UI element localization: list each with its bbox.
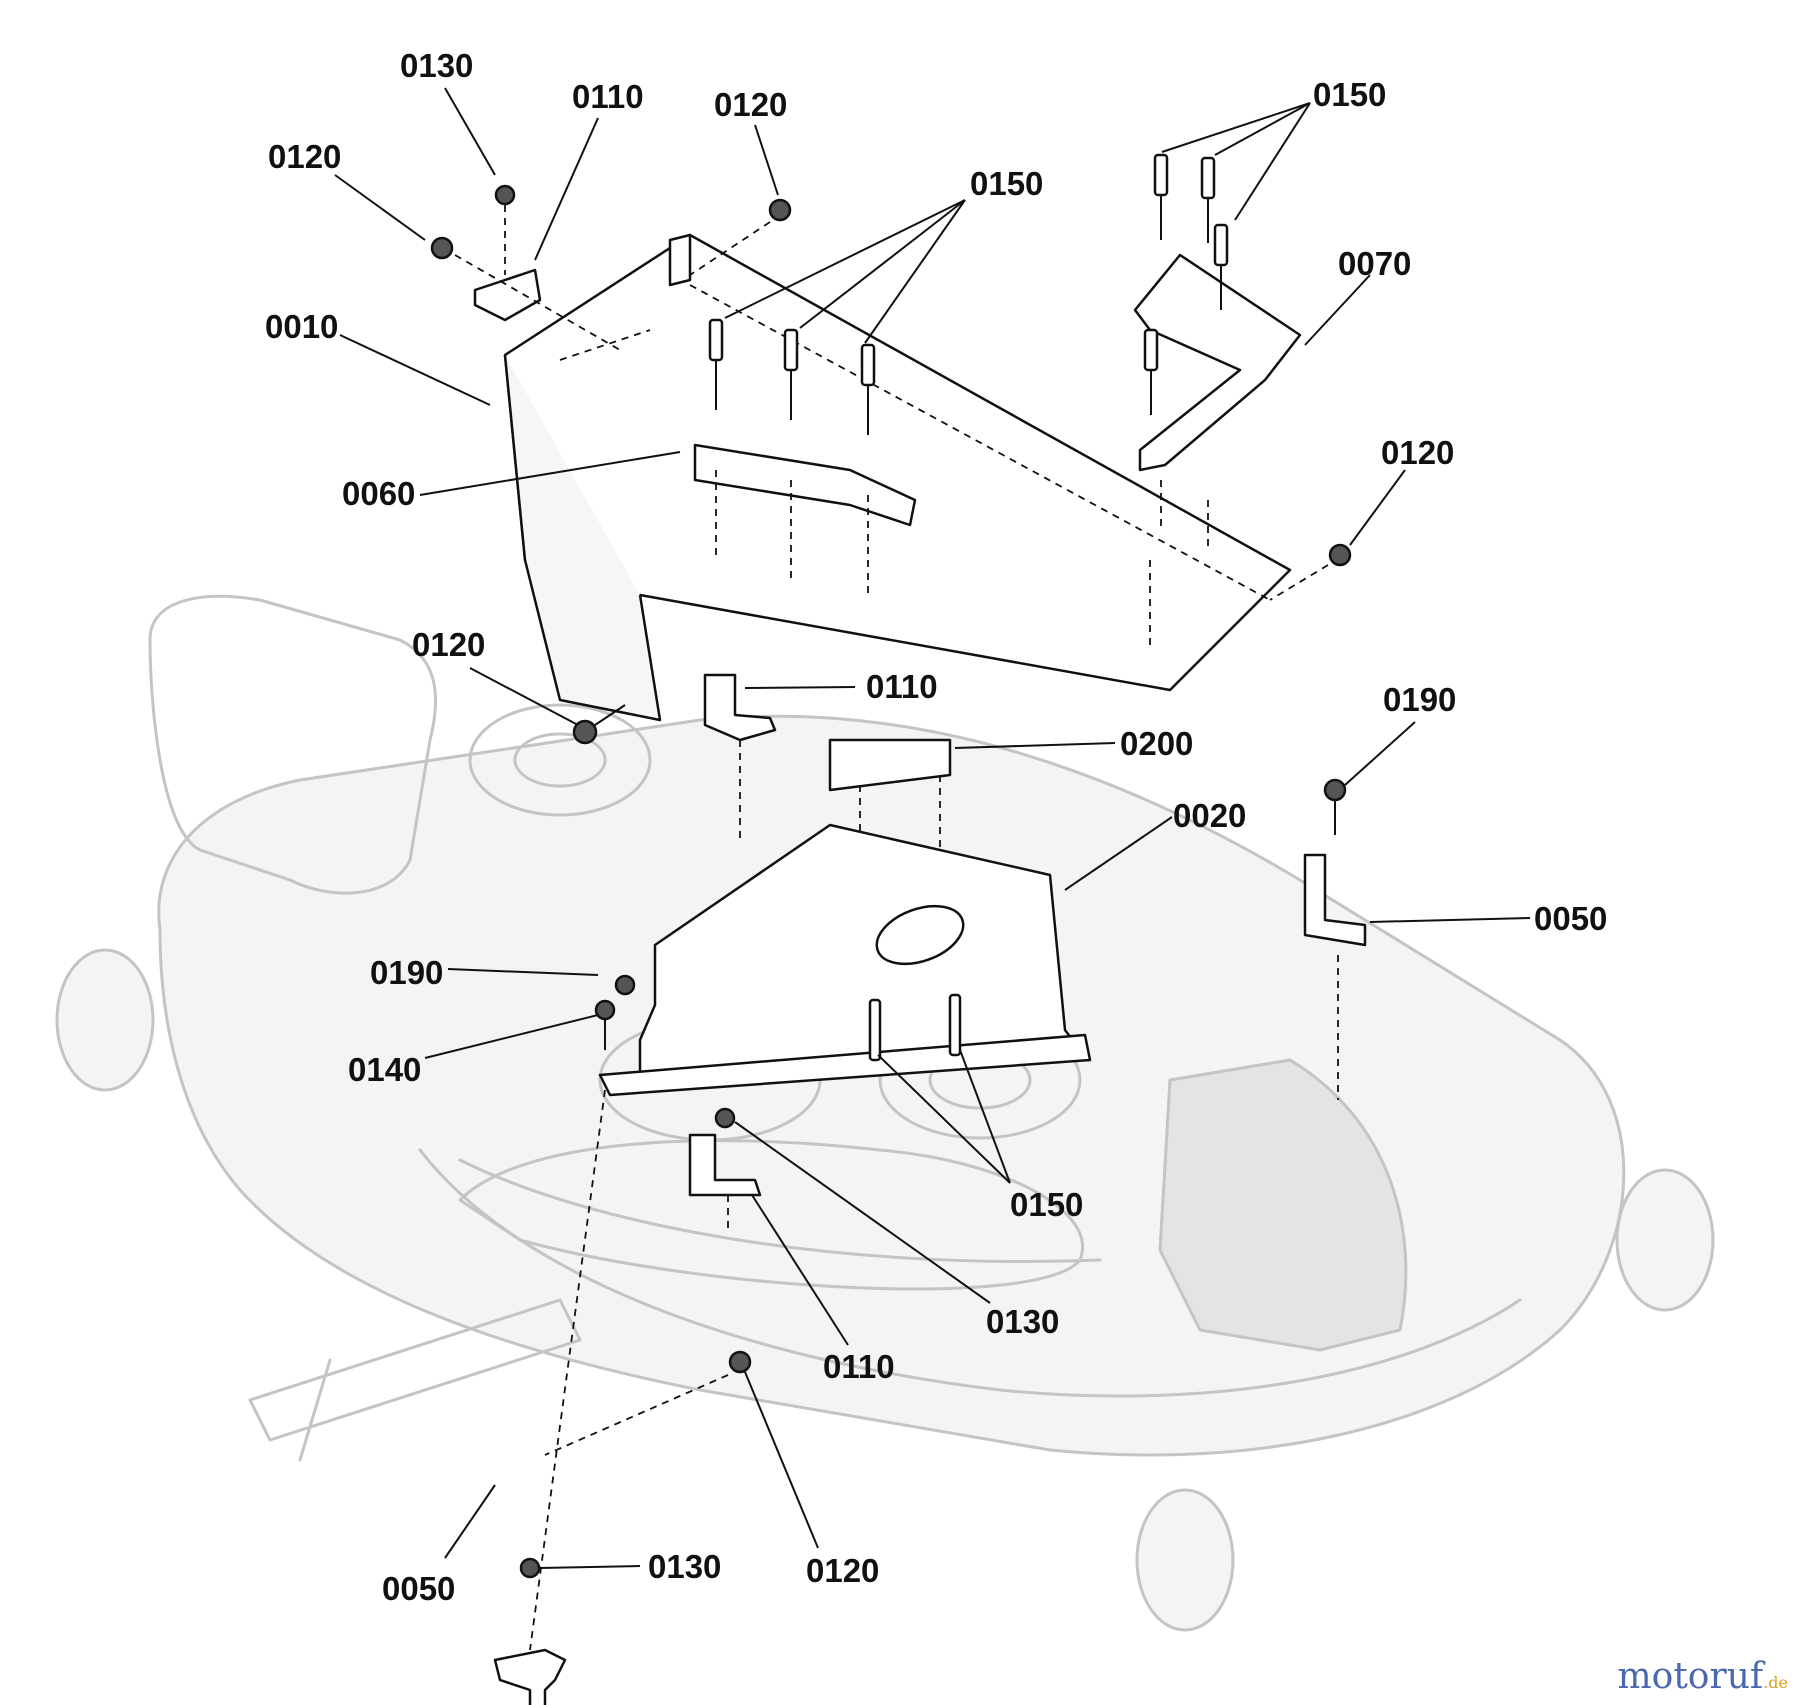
- watermark-suffix: .de: [1763, 1673, 1788, 1692]
- hardware-mid: [572, 673, 777, 840]
- callout-0130-bottom-left: 0130: [648, 1548, 721, 1585]
- mower-deck-ghost: [55, 594, 1715, 1632]
- callout-0120-mid-left: 0120: [412, 626, 485, 663]
- callout-0140: 0140: [348, 1051, 421, 1088]
- callout-0130-top: 0130: [400, 47, 473, 84]
- callout-0110-bottom: 0110: [823, 1348, 895, 1385]
- callout-0150-top-center: 0150: [970, 165, 1043, 202]
- callout-0010: 0010: [265, 308, 338, 345]
- watermark-text: motoruf: [1617, 1656, 1764, 1697]
- plate-0200: [828, 738, 952, 960]
- callout-0110-top: 0110: [572, 78, 644, 115]
- callout-0050-right: 0050: [1534, 900, 1607, 937]
- callout-0120-top-center: 0120: [714, 86, 787, 123]
- callout-0190-right: 0190: [1383, 681, 1456, 718]
- callout-0190-left: 0190: [370, 954, 443, 991]
- callout-0150-top-right: 0150: [1313, 76, 1386, 113]
- hardware-lower: [493, 778, 1367, 1705]
- watermark-logo: motoruf.de: [1618, 1656, 1788, 1697]
- callout-0120-bottom: 0120: [806, 1552, 879, 1589]
- callout-0050-bottom: 0050: [382, 1570, 455, 1607]
- callout-0110-mid: 0110: [866, 668, 938, 705]
- callout-0150-bottom: 0150: [1010, 1186, 1083, 1223]
- callout-0020: 0020: [1173, 797, 1246, 834]
- rivets-0150-top: [708, 153, 1229, 650]
- cover-0010: [503, 233, 1292, 722]
- leader-lines: [334, 87, 1531, 1569]
- callout-0200: 0200: [1120, 725, 1193, 762]
- callout-0120-top-left: 0120: [268, 138, 341, 175]
- callout-0120-right: 0120: [1381, 434, 1454, 471]
- callouts: 0130 0110 0120 0120 0010 0150 0150 0070 …: [265, 47, 1607, 1607]
- belt-cover-0020: [598, 823, 1092, 1097]
- callout-0130-bottom-center: 0130: [986, 1303, 1059, 1340]
- strip-0060: [693, 443, 917, 527]
- hardware-top: [430, 184, 1352, 601]
- callout-0070: 0070: [1338, 245, 1411, 282]
- bracket-0070: [1133, 253, 1302, 472]
- callout-0060: 0060: [342, 475, 415, 512]
